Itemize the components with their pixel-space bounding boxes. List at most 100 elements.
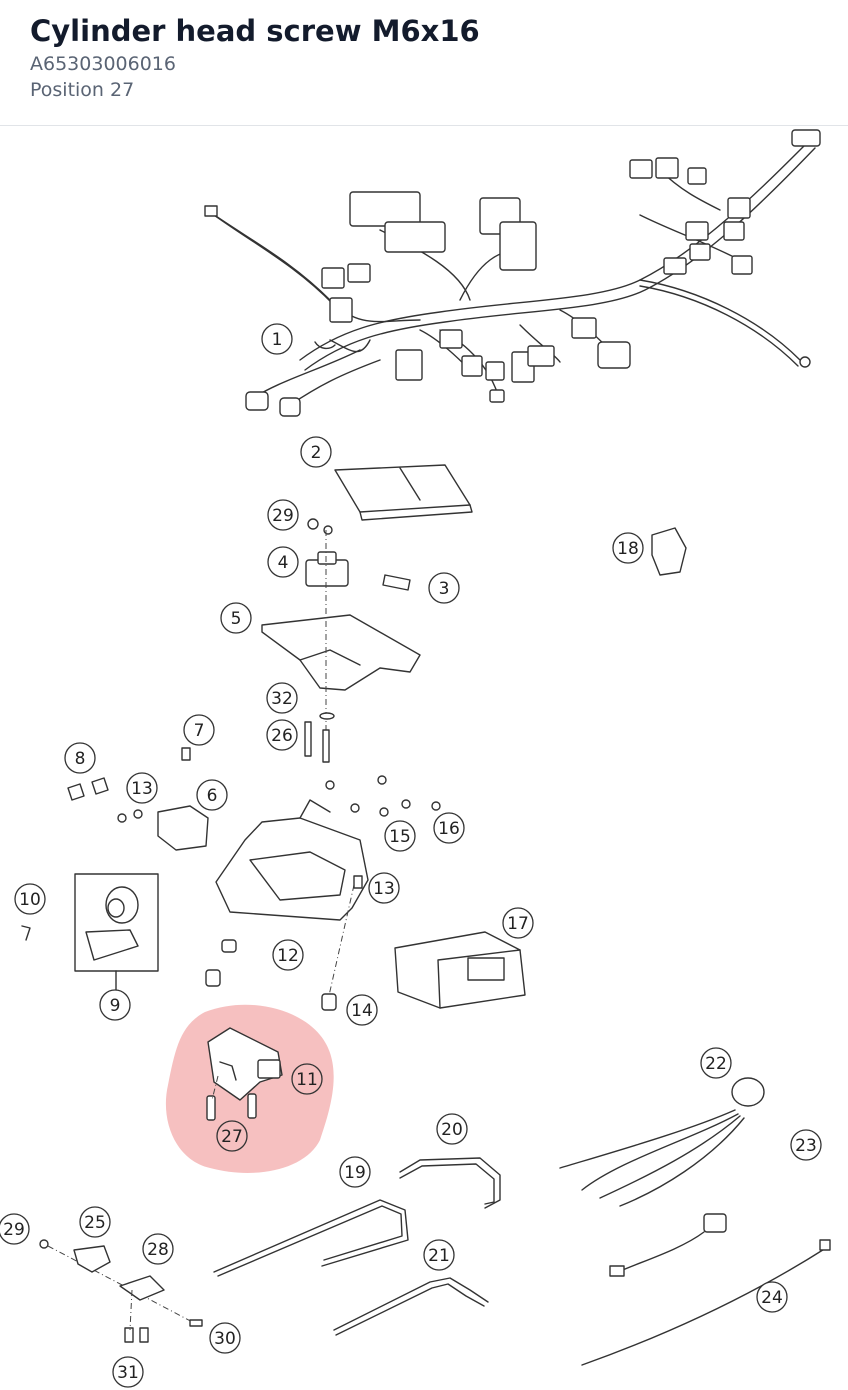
callout-number: 23 [795, 1136, 817, 1156]
callout-circle[interactable] [790, 1129, 822, 1161]
callout-9[interactable]: 9 [99, 989, 131, 1021]
callout-22[interactable]: 22 [700, 1047, 732, 1079]
callout-number: 15 [389, 827, 411, 847]
callout-circle[interactable] [0, 1213, 30, 1245]
callout-circle[interactable] [502, 907, 534, 939]
callout-circle[interactable] [267, 499, 299, 531]
callout-1[interactable]: 1 [261, 323, 293, 355]
callout-16[interactable]: 16 [433, 812, 465, 844]
callout-27[interactable]: 27 [216, 1120, 248, 1152]
callout-29[interactable]: 29 [267, 499, 299, 531]
callout-number: 17 [507, 914, 529, 934]
callout-32[interactable]: 32 [266, 682, 298, 714]
callout-12[interactable]: 12 [272, 939, 304, 971]
callout-circle[interactable] [433, 812, 465, 844]
callout-4[interactable]: 4 [267, 546, 299, 578]
callout-circle[interactable] [266, 719, 298, 751]
callout-circle[interactable] [346, 994, 378, 1026]
callout-number: 19 [344, 1163, 366, 1183]
callout-10[interactable]: 10 [14, 883, 46, 915]
part-number: A65303006016 [30, 53, 176, 75]
parts-9-10-drawing [21, 873, 159, 991]
callout-number: 11 [296, 1070, 318, 1090]
callout-23[interactable]: 23 [790, 1129, 822, 1161]
callout-28[interactable]: 28 [142, 1233, 174, 1265]
callout-number: 14 [351, 1001, 373, 1021]
callout-circle[interactable] [612, 532, 644, 564]
part-position: Position 27 [30, 79, 135, 101]
callout-number: 2 [311, 443, 322, 463]
callout-number: 13 [131, 779, 153, 799]
callout-circle[interactable] [99, 989, 131, 1021]
callout-circle[interactable] [261, 323, 293, 355]
callout-11[interactable]: 11 [291, 1063, 323, 1095]
callout-circle[interactable] [368, 872, 400, 904]
callout-6[interactable]: 6 [196, 779, 228, 811]
callout-number: 7 [194, 721, 205, 741]
callout-circle[interactable] [216, 1120, 248, 1152]
ecu-drawing [334, 464, 473, 521]
callout-2[interactable]: 2 [300, 436, 332, 468]
callout-circle[interactable] [700, 1047, 732, 1079]
callout-14[interactable]: 14 [346, 994, 378, 1026]
callout-5[interactable]: 5 [220, 602, 252, 634]
callout-circle[interactable] [272, 939, 304, 971]
callout-19[interactable]: 19 [339, 1156, 371, 1188]
callout-8[interactable]: 8 [64, 742, 96, 774]
callout-circle[interactable] [266, 682, 298, 714]
callout-circle[interactable] [428, 572, 460, 604]
callout-number: 5 [231, 609, 242, 629]
callout-7[interactable]: 7 [183, 714, 215, 746]
callout-circle[interactable] [756, 1281, 788, 1313]
callout-13[interactable]: 13 [368, 872, 400, 904]
callout-circle[interactable] [64, 742, 96, 774]
callout-number: 13 [373, 879, 395, 899]
callout-29[interactable]: 29 [0, 1213, 30, 1245]
battery-drawing [394, 931, 526, 1009]
callout-30[interactable]: 30 [209, 1322, 241, 1354]
callout-number: 28 [147, 1240, 169, 1260]
callout-31[interactable]: 31 [112, 1356, 144, 1388]
callout-25[interactable]: 25 [79, 1206, 111, 1238]
callout-circle[interactable] [209, 1322, 241, 1354]
selected-assembly-drawing [206, 1027, 283, 1121]
callout-circle[interactable] [183, 714, 215, 746]
callout-circle[interactable] [126, 772, 158, 804]
callout-number: 21 [428, 1246, 450, 1266]
callout-circle[interactable] [267, 546, 299, 578]
callout-13[interactable]: 13 [126, 772, 158, 804]
callout-circle[interactable] [14, 883, 46, 915]
callout-24[interactable]: 24 [756, 1281, 788, 1313]
callout-15[interactable]: 15 [384, 820, 416, 852]
callout-circle[interactable] [436, 1113, 468, 1145]
callout-circle[interactable] [142, 1233, 174, 1265]
callout-number: 25 [84, 1213, 106, 1233]
callout-number: 6 [207, 786, 218, 806]
callout-26[interactable]: 26 [266, 719, 298, 751]
callout-number: 27 [221, 1127, 243, 1147]
callout-3[interactable]: 3 [428, 572, 460, 604]
callout-number: 29 [3, 1220, 25, 1240]
callout-circle[interactable] [220, 602, 252, 634]
callout-number: 24 [761, 1288, 783, 1308]
callout-number: 1 [272, 330, 283, 350]
callout-18[interactable]: 18 [612, 532, 644, 564]
callout-20[interactable]: 20 [436, 1113, 468, 1145]
callout-circle[interactable] [79, 1206, 111, 1238]
callout-circle[interactable] [339, 1156, 371, 1188]
callout-circle[interactable] [112, 1356, 144, 1388]
callout-21[interactable]: 21 [423, 1239, 455, 1271]
callout-number: 3 [439, 579, 450, 599]
callout-circle[interactable] [300, 436, 332, 468]
callout-circle[interactable] [196, 779, 228, 811]
callout-number: 18 [617, 539, 639, 559]
callout-circle[interactable] [384, 820, 416, 852]
tubes-drawing [213, 1157, 501, 1336]
callout-circle[interactable] [423, 1239, 455, 1271]
callout-number: 32 [271, 689, 293, 709]
callout-number: 26 [271, 726, 293, 746]
callout-circle[interactable] [291, 1063, 323, 1095]
callout-17[interactable]: 17 [502, 907, 534, 939]
